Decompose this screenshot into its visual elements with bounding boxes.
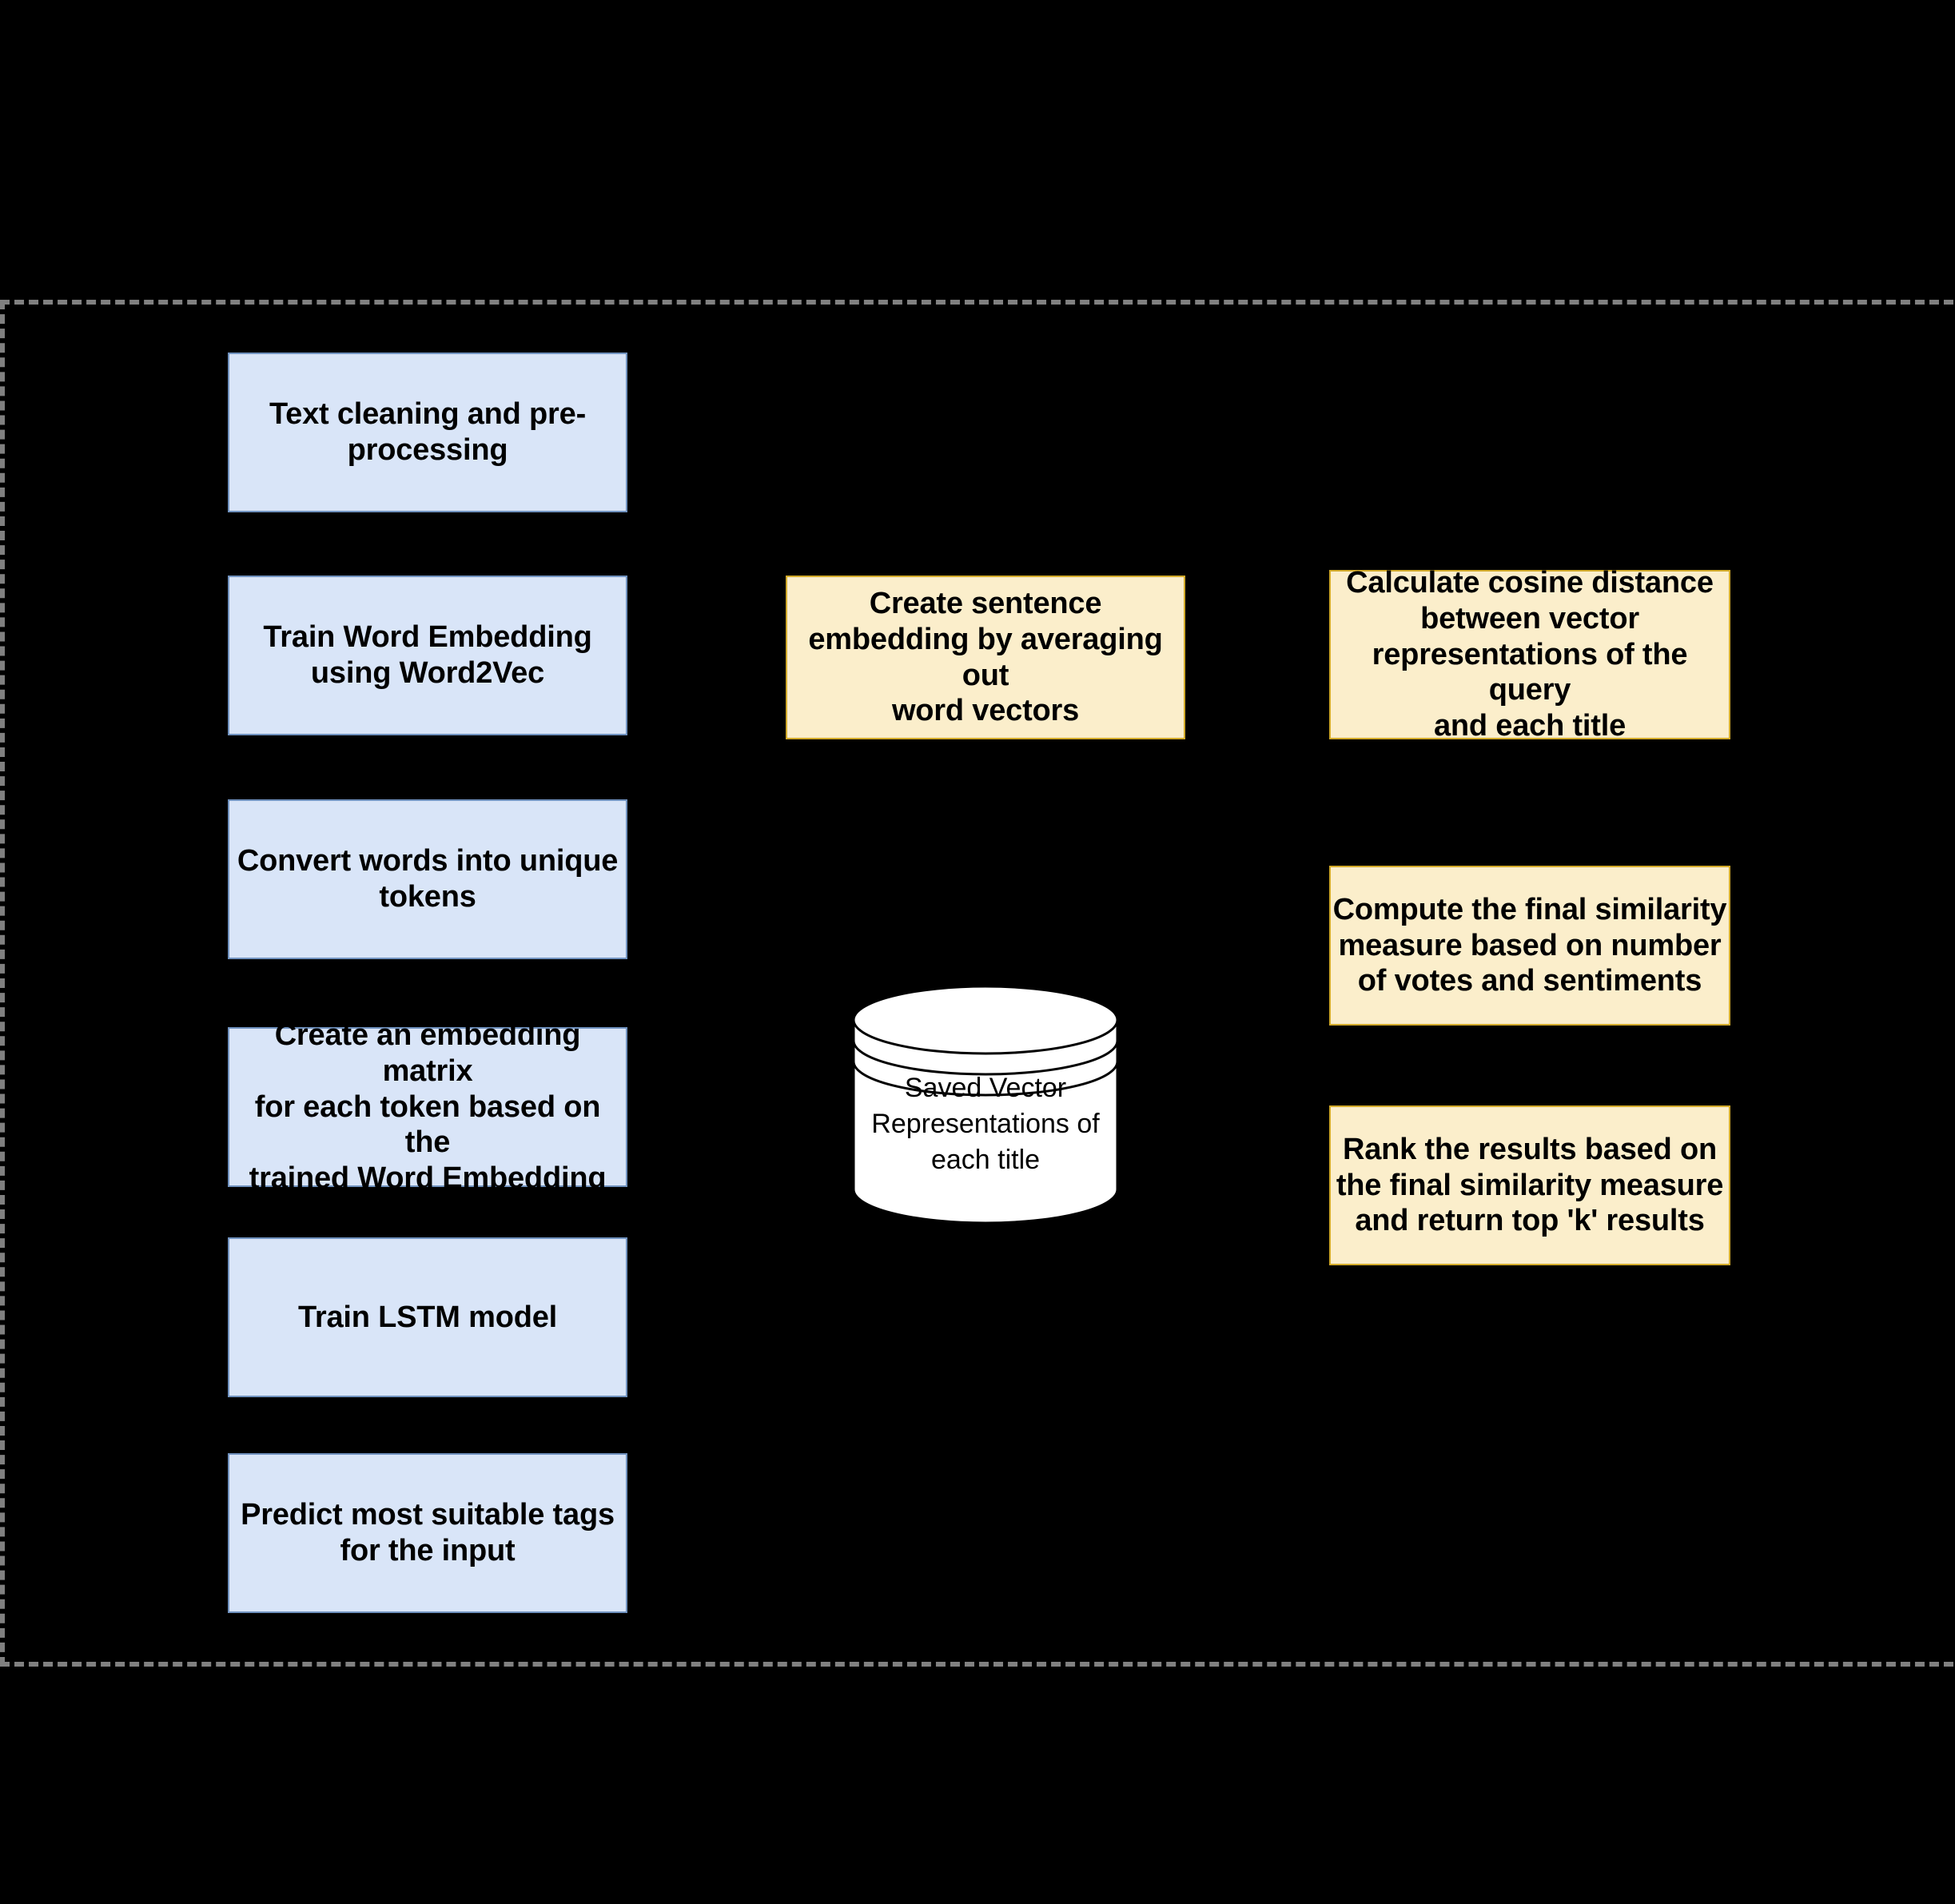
node-label: Create sentence embedding by averaging o… xyxy=(808,586,1163,728)
process-node-predict-tags[interactable]: Predict most suitable tags for the input xyxy=(228,1453,627,1613)
process-node-rank-results[interactable]: Rank the results based on the final simi… xyxy=(1329,1105,1730,1265)
process-node-convert-words-tokens[interactable]: Convert words into unique tokens xyxy=(228,799,627,959)
node-label: Calculate cosine distance between vector… xyxy=(1346,565,1714,743)
cylinder-icon xyxy=(854,985,1117,1225)
node-label: Train Word Embedding using Word2Vec xyxy=(263,620,592,690)
process-node-create-embedding-matrix[interactable]: Create an embedding matrix for each toke… xyxy=(228,1018,627,1195)
node-label: Create an embedding matrix for each toke… xyxy=(249,1018,607,1196)
node-label: Convert words into unique tokens xyxy=(237,844,619,914)
process-node-train-word-embedding[interactable]: Train Word Embedding using Word2Vec xyxy=(228,576,627,735)
process-node-train-lstm-model[interactable]: Train LSTM model xyxy=(228,1237,627,1397)
node-label: Compute the final similarity measure bas… xyxy=(1332,892,1727,998)
process-node-create-sentence-embedding[interactable]: Create sentence embedding by averaging o… xyxy=(786,576,1185,739)
node-label: Rank the results based on the final simi… xyxy=(1336,1132,1724,1238)
process-node-compute-final-similarity[interactable]: Compute the final similarity measure bas… xyxy=(1329,866,1730,1026)
node-label: Text cleaning and pre- processing xyxy=(269,397,587,467)
process-node-text-cleaning[interactable]: Text cleaning and pre- processing xyxy=(228,353,627,512)
node-label: Train LSTM model xyxy=(297,1300,558,1334)
datastore-saved-vector-store[interactable]: Saved Vector Representations of each tit… xyxy=(854,985,1117,1225)
node-label: Predict most suitable tags for the input xyxy=(241,1498,615,1567)
process-node-calculate-cosine-distance[interactable]: Calculate cosine distance between vector… xyxy=(1329,566,1730,743)
dashed-boundary-region xyxy=(0,300,1955,1667)
